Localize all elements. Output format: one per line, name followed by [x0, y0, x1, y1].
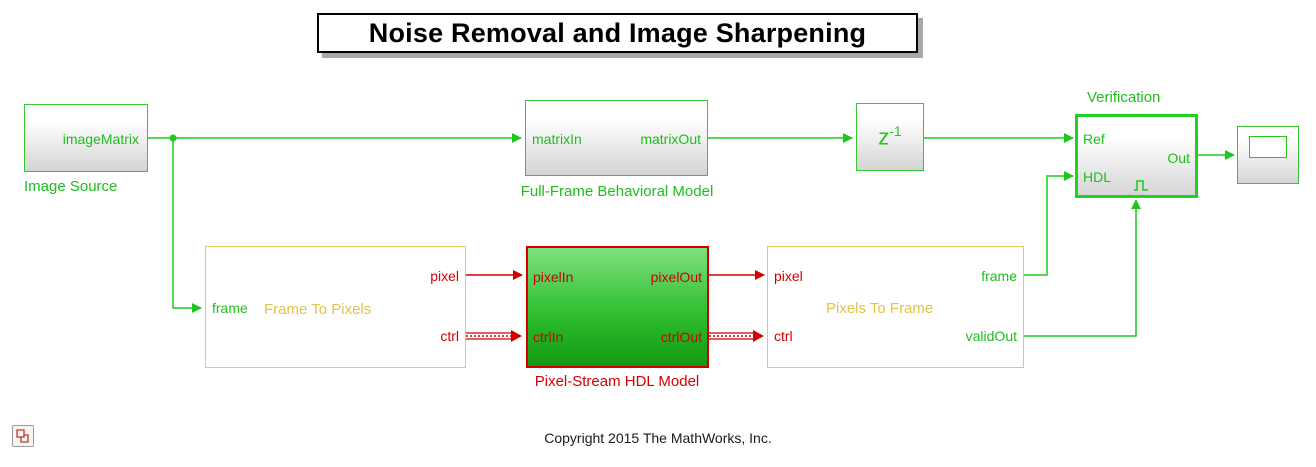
port-hdl: HDL	[1083, 169, 1112, 185]
scope-icon	[1249, 136, 1287, 158]
copyright-text: Copyright 2015 The MathWorks, Inc.	[544, 430, 772, 446]
wire-ctrlout-to-p2f	[709, 330, 764, 342]
delay-symbol: z-1	[878, 123, 902, 150]
wire-image-to-frame2pixels	[172, 138, 202, 313]
frame-to-pixels-name: Frame To Pixels	[264, 301, 372, 318]
port-ctrl-in: ctrlIn	[533, 329, 564, 345]
hdl-model-block[interactable]: pixelIn ctrlIn pixelOut ctrlOut	[526, 246, 709, 368]
port-verification-out: Out	[1167, 150, 1190, 166]
port-pixel-in: pixelIn	[533, 269, 574, 285]
port-matrix-in: matrixIn	[532, 131, 582, 147]
wire-frame-to-hdl	[1024, 171, 1074, 276]
image-source-block[interactable]: imageMatrix	[24, 104, 148, 172]
frame-to-pixels-block[interactable]: frame Frame To Pixels pixel ctrl	[205, 246, 466, 368]
port-ctrl-in: ctrl	[774, 328, 793, 344]
verification-block[interactable]: Ref HDL Out	[1075, 114, 1198, 198]
model-browser-icon	[16, 429, 29, 443]
behavioral-model-block[interactable]: matrixIn matrixOut	[525, 100, 708, 176]
delay-block[interactable]: z-1	[856, 103, 924, 171]
pixels-to-frame-block[interactable]: pixel ctrl Pixels To Frame frame validOu…	[767, 246, 1024, 368]
verification-label: Verification	[1087, 89, 1161, 106]
wire-ctrl-to-hdl	[466, 330, 522, 342]
port-valid-out: validOut	[965, 328, 1017, 344]
port-frame-in: frame	[212, 300, 248, 316]
pixels-to-frame-name: Pixels To Frame	[826, 300, 934, 317]
port-ctrl-out: ctrl	[440, 328, 459, 344]
port-pixel-in: pixel	[774, 268, 803, 284]
model-title: Noise Removal and Image Sharpening	[317, 13, 918, 53]
port-ctrl-out: ctrlOut	[660, 329, 702, 345]
port-frame-out: frame	[981, 268, 1017, 284]
scope-block[interactable]	[1237, 126, 1299, 184]
model-browser-button[interactable]	[12, 425, 34, 447]
port-matrix-out: matrixOut	[640, 131, 701, 147]
port-pixel-out: pixel	[430, 268, 459, 284]
port-pixel-out: pixelOut	[650, 269, 702, 285]
wire-valid-to-verif	[1024, 199, 1141, 337]
image-source-label: Image Source	[24, 178, 118, 195]
port-ref: Ref	[1083, 131, 1105, 147]
port-image-matrix: imageMatrix	[62, 131, 139, 147]
behavioral-model-label: Full-Frame Behavioral Model	[520, 183, 714, 200]
pulse-icon	[1134, 180, 1148, 191]
hdl-model-label: Pixel-Stream HDL Model	[534, 373, 700, 390]
